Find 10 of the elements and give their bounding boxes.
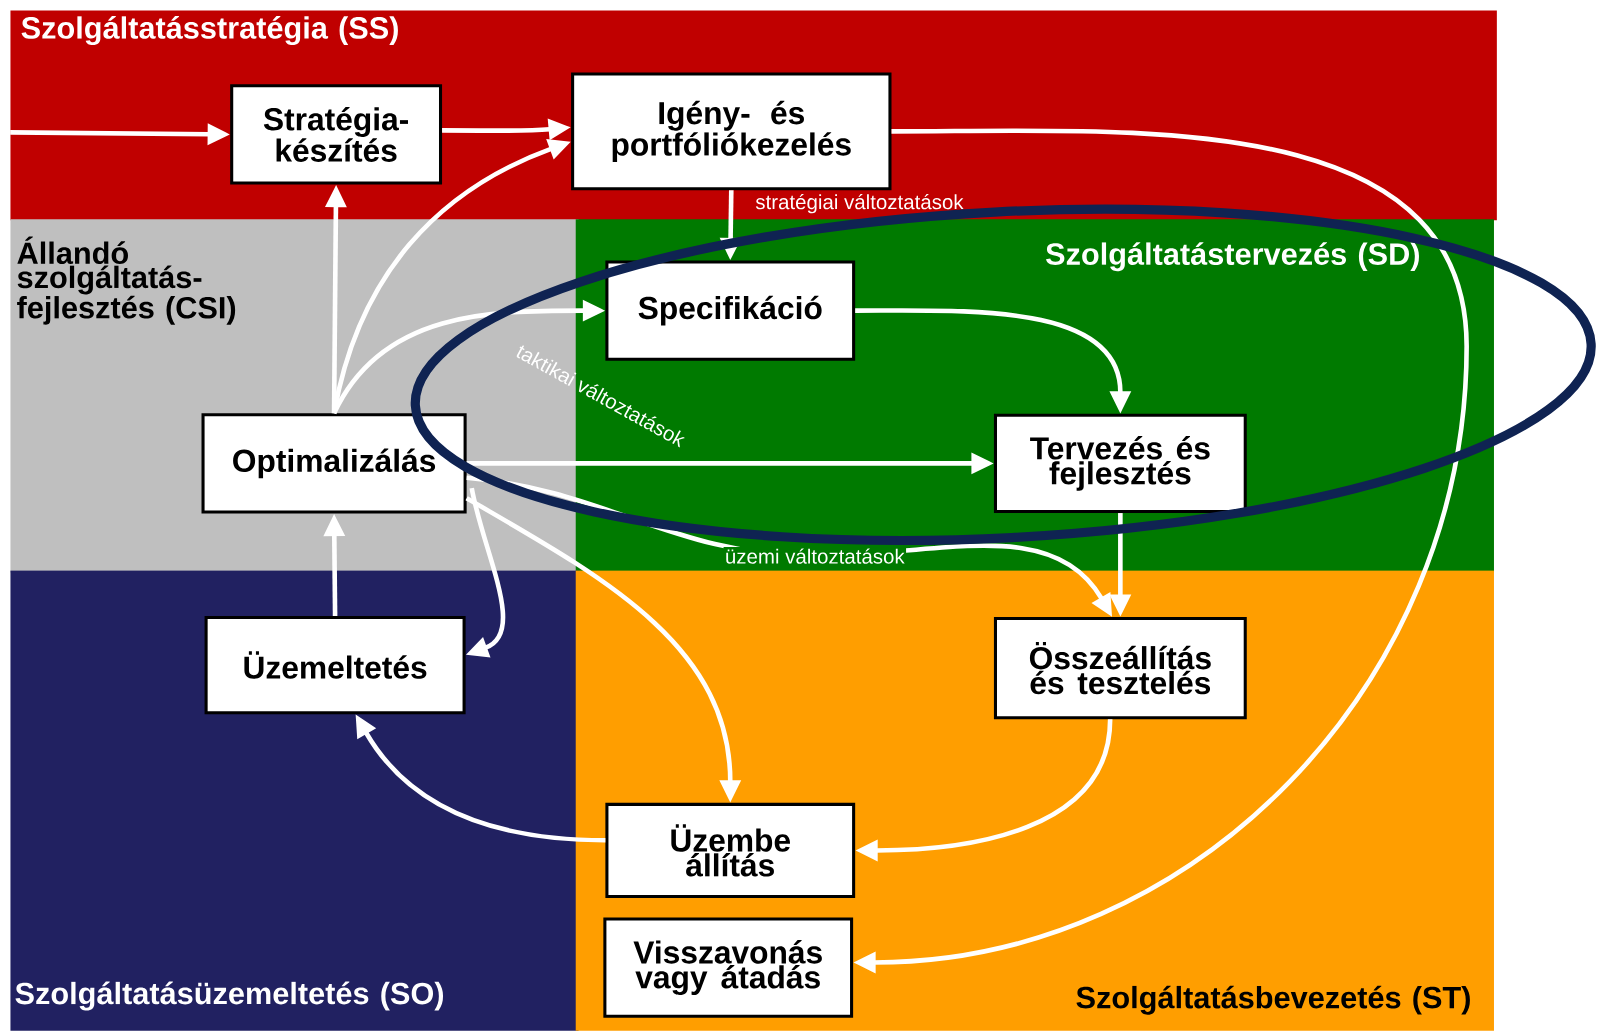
process-box: Igény- és portfóliókezelés <box>571 72 892 191</box>
process-box: Üzembe állítás <box>605 803 856 899</box>
process-box: Tervezés és fejlesztés <box>993 413 1247 514</box>
process-box: Üzemeltetés <box>204 616 466 715</box>
process-box: Stratégia-készítés <box>230 84 443 185</box>
edge-label: üzemi változtatások <box>723 547 907 566</box>
process-box: Visszavonás vagy átadás <box>603 917 854 1018</box>
process-box: Optimalizálás <box>201 413 467 514</box>
process-box: Specifikáció <box>605 260 856 361</box>
process-box: Összeállítás és tesztelés <box>993 617 1247 720</box>
